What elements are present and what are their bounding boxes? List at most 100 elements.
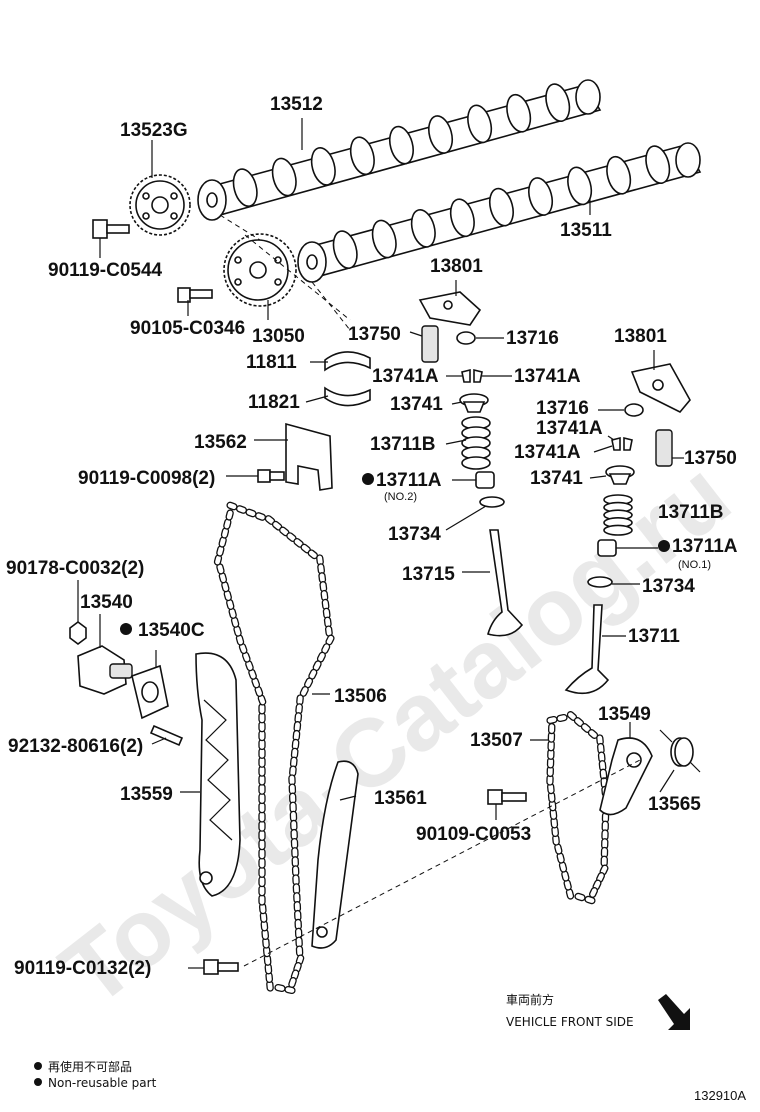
- label-13734-right: 13734: [642, 576, 695, 597]
- sprocket-13523G: [129, 174, 191, 236]
- retainer-13741-left: [459, 393, 489, 413]
- label-13050: 13050: [252, 326, 305, 347]
- legend-jp: 再使用不可部品: [48, 1059, 132, 1074]
- camshaft-13511: [297, 142, 702, 283]
- vvt-gear-13050: [223, 233, 297, 307]
- label-13741A-c: 13741A: [536, 418, 603, 439]
- figure-ref: 132910A: [694, 1088, 746, 1103]
- gasket-13540C: [131, 664, 169, 720]
- label-13750-right: 13750: [684, 448, 737, 469]
- label-13741A-d: 13741A: [514, 442, 581, 463]
- leader-lines: [77, 118, 684, 969]
- label-13711A-left: 13711A: [376, 470, 442, 491]
- label-11821: 11821: [248, 392, 300, 413]
- label-13716-left: 13716: [506, 328, 559, 349]
- label-13549: 13549: [598, 704, 651, 725]
- label-13565: 13565: [648, 794, 701, 815]
- label-13801-right: 13801: [614, 326, 667, 347]
- lash-adjuster-13750-right: [655, 429, 673, 467]
- label-11811: 11811: [246, 352, 297, 373]
- label-13506: 13506: [334, 686, 387, 707]
- bearing-11821: [324, 386, 371, 407]
- rocker-arm-13801-right: [630, 363, 691, 413]
- spring-13565: [659, 729, 701, 773]
- label-13711: 13711: [628, 626, 680, 647]
- label-13741A-a: 13741A: [372, 366, 439, 387]
- chain-guide-13559: [195, 652, 241, 897]
- label-90109-C0053: 90109-C0053: [416, 824, 531, 845]
- legend-dot-icon: [34, 1062, 42, 1070]
- legend-en: Non-reusable part: [48, 1076, 157, 1090]
- cap-13716-right: [624, 403, 644, 417]
- chain-guide-13561: [311, 760, 359, 949]
- washer-13734-right: [587, 576, 613, 588]
- legend-dot-icon-2: [34, 1078, 42, 1086]
- cap-13716-left: [456, 331, 476, 345]
- vehicle-front-side-indicator: 車両前方 VEHICLE FRONT SIDE: [506, 992, 690, 1030]
- label-13562: 13562: [194, 432, 247, 453]
- label-90178-C0032: 90178-C0032(2): [6, 558, 144, 579]
- label-13561: 13561: [374, 788, 427, 809]
- valve-13715: [487, 529, 524, 637]
- label-13507: 13507: [470, 730, 523, 751]
- keepers-13741A-right: [611, 436, 633, 451]
- chain-13507: [546, 711, 610, 905]
- nonreusable-dot-13540C: [120, 623, 132, 635]
- tensioner-arm-13549: [599, 737, 653, 816]
- valve-13711: [564, 604, 610, 695]
- label-90119-C0132: 90119-C0132(2): [14, 958, 151, 979]
- lash-adjuster-13750-left: [421, 325, 439, 363]
- label-13741-left: 13741: [390, 394, 443, 415]
- label-13715: 13715: [402, 564, 455, 585]
- tensioner-13540: [77, 645, 133, 695]
- spring-13711B-right: [603, 494, 633, 536]
- spring-13711B-left: [461, 416, 491, 470]
- label-13750-left: 13750: [348, 324, 401, 345]
- label-13559: 13559: [120, 784, 173, 805]
- bolt-90109-C0053: [487, 789, 527, 805]
- nonreusable-dot-13711A-right: [658, 540, 670, 552]
- keepers-13741A-left: [461, 368, 483, 383]
- washer-13734-left: [479, 496, 505, 508]
- sublabel-no1: (NO.1): [678, 559, 711, 571]
- bolt-90105-C0346: [177, 287, 213, 303]
- rocker-arm-13801-left: [418, 291, 482, 326]
- label-90119-C0098: 90119-C0098(2): [78, 468, 215, 489]
- direction-arrow-icon: [658, 994, 690, 1030]
- label-13511: 13511: [560, 220, 612, 241]
- retainer-13741-right: [605, 465, 635, 485]
- bolt-90119-C0098: [257, 469, 285, 483]
- label-90119-C0544: 90119-C0544: [48, 260, 163, 281]
- label-13711B-left: 13711B: [370, 434, 436, 455]
- label-13741-right: 13741: [530, 468, 583, 489]
- seal-13711A-left: [475, 471, 495, 489]
- label-13711B-right: 13711B: [658, 502, 724, 523]
- legend: 再使用不可部品 Non-reusable part: [34, 1059, 157, 1090]
- label-13512: 13512: [270, 94, 323, 115]
- camshaft-13512: [197, 79, 602, 221]
- seal-13711A-right: [597, 539, 617, 557]
- label-13801-left: 13801: [430, 256, 483, 277]
- direction-jp: 車両前方: [506, 992, 554, 1007]
- label-13734-left: 13734: [388, 524, 441, 545]
- label-13540C: 13540C: [138, 620, 205, 641]
- nonreusable-dot-13711A-left: [362, 473, 374, 485]
- part-labels: 13523G 13512 13511 90119-C0544 90105-C03…: [6, 94, 738, 979]
- bracket-13562: [285, 422, 333, 491]
- stud-92132-80616: [149, 724, 184, 747]
- nut-90178-C0032: [69, 621, 87, 645]
- bearing-11811: [324, 351, 371, 372]
- bolt-90119-C0544: [92, 219, 130, 239]
- label-13741A-b: 13741A: [514, 366, 581, 387]
- label-90105-C0346: 90105-C0346: [130, 318, 245, 339]
- timing-chain-13506: [213, 501, 335, 995]
- label-13523G: 13523G: [120, 120, 188, 141]
- bolt-90119-C0132: [203, 959, 239, 975]
- label-13711A-right: 13711A: [672, 536, 738, 557]
- label-13540: 13540: [80, 592, 133, 613]
- direction-en: VEHICLE FRONT SIDE: [506, 1015, 634, 1029]
- sublabel-no2: (NO.2): [384, 491, 417, 503]
- label-92132-80616: 92132-80616(2): [8, 736, 143, 757]
- label-13716-right: 13716: [536, 398, 589, 419]
